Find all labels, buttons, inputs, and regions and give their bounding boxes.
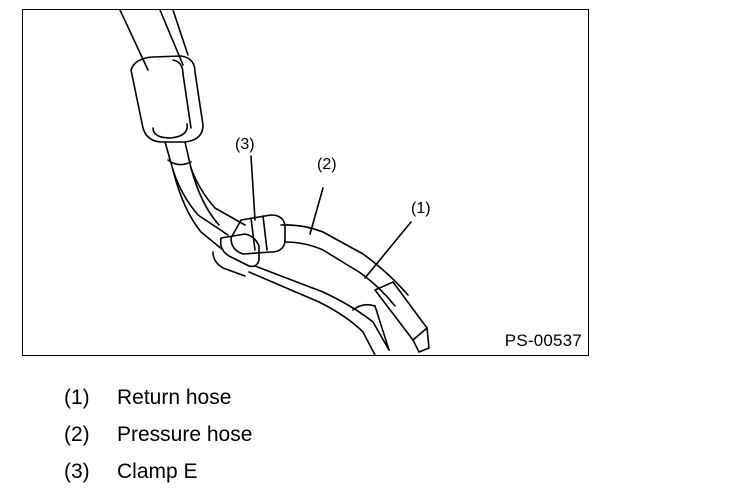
legend-item: (1) Return hose	[64, 386, 231, 410]
legend-label: Return hose	[117, 386, 232, 409]
leader-line-1	[364, 221, 412, 279]
upper-sleeve	[130, 55, 204, 143]
pressure-hose	[280, 224, 409, 296]
figure-code: PS-00537	[504, 331, 582, 350]
legend-label: Clamp E	[117, 460, 198, 483]
callout-1: (1)	[411, 200, 431, 217]
leader-line-2	[309, 187, 324, 235]
clamp-body	[230, 214, 286, 255]
diagram-figure: (1) (2) (3) PS-00537	[22, 9, 589, 356]
hose-illustration	[119, 10, 430, 355]
legend-item: (3) Clamp E	[64, 460, 198, 484]
return-pipe-upper	[164, 141, 229, 236]
pressure-pipe-upper	[172, 169, 224, 251]
callout-2: (2)	[317, 156, 337, 173]
legend-number: (3)	[64, 460, 90, 483]
callout-3: (3)	[235, 136, 255, 153]
legend-label: Pressure hose	[117, 423, 253, 446]
legend-number: (1)	[64, 386, 90, 409]
leader-line-3	[250, 155, 256, 221]
legend-item: (2) Pressure hose	[64, 423, 252, 447]
return-hose	[254, 265, 390, 351]
legend-number: (2)	[64, 423, 90, 446]
